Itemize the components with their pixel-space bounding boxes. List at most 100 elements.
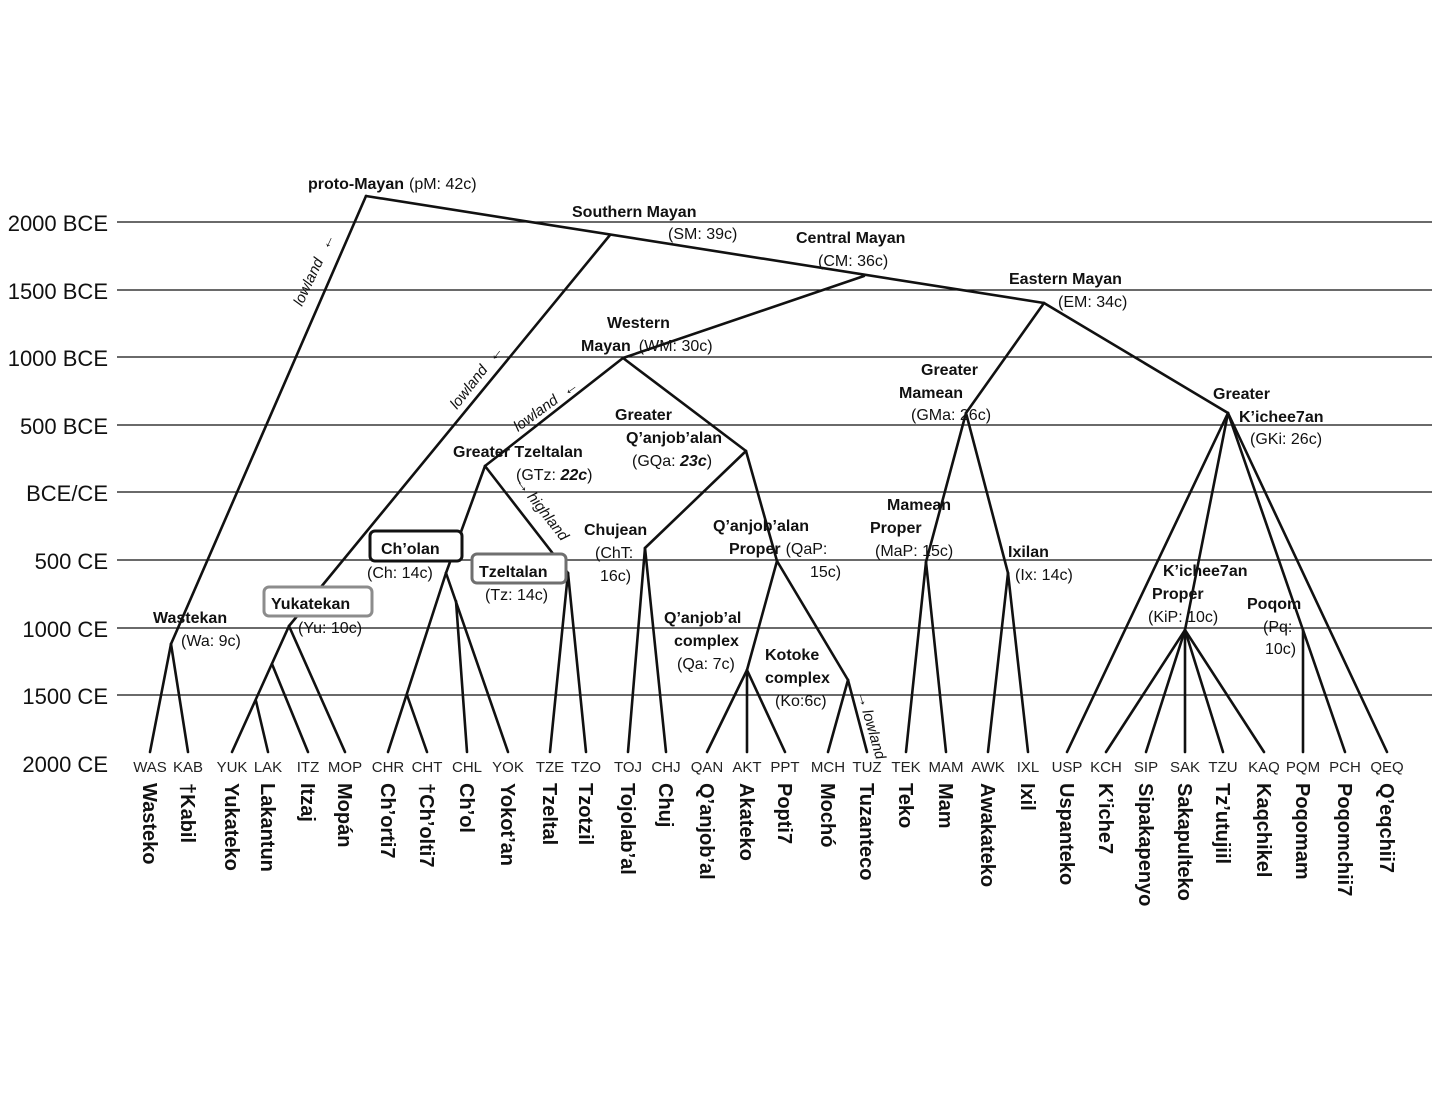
node-kichee7an-proper-name2: Proper bbox=[1152, 586, 1204, 603]
node-qanjobalan-proper-line2: Proper(QaP: bbox=[729, 541, 827, 558]
node-proto-mayan: proto-Mayan(pM: 42c) bbox=[308, 176, 477, 193]
node-greater-tzeltalan-info: (GTz: 22c) bbox=[516, 467, 592, 484]
leaf-code: TEK bbox=[891, 759, 920, 776]
time-label: BCE/CE bbox=[26, 481, 108, 506]
leaf-language-name: Awakateko bbox=[976, 783, 998, 887]
node-poqom-name: Poqom bbox=[1247, 596, 1301, 613]
node-greater-qanjobalan-name: Greater bbox=[615, 407, 672, 424]
branch bbox=[964, 411, 1010, 575]
node-southern-mayan-info: (SM: 39c) bbox=[668, 226, 737, 243]
node-qanjobal-complex-info: (Qa: 7c) bbox=[677, 656, 735, 673]
leaf-language-name: Poqomam bbox=[1291, 783, 1313, 880]
leaf-code: LAK bbox=[254, 759, 282, 776]
branch bbox=[1301, 628, 1347, 754]
time-label: 500 BCE bbox=[20, 414, 108, 439]
time-label: 1000 CE bbox=[22, 617, 108, 642]
node-labels: proto-Mayan(pM: 42c) Southern Mayan (SM:… bbox=[153, 176, 1323, 710]
node-southern-mayan-name: Southern Mayan bbox=[572, 204, 696, 221]
leaf-language-name: Ch’orti7 bbox=[376, 783, 398, 859]
leaf-code: CHR bbox=[372, 759, 405, 776]
leaf-language-name: Popti7 bbox=[773, 783, 795, 844]
migration-lowland-2: lowland ← bbox=[447, 342, 507, 412]
branch bbox=[1226, 411, 1305, 632]
time-label: 500 CE bbox=[35, 549, 108, 574]
node-cholan-info: (Ch: 14c) bbox=[367, 565, 433, 582]
branch bbox=[386, 571, 448, 754]
leaf-language-name: Uspanteko bbox=[1055, 783, 1077, 885]
node-greater-qanjobalan-name2: Q’anjob’alan bbox=[626, 430, 722, 447]
leaf-language-name: Sakapulteko bbox=[1173, 783, 1195, 901]
branch bbox=[986, 571, 1010, 754]
node-qanjobalan-proper-name: Q’anjob’alan bbox=[713, 518, 809, 535]
leaf-code: TZU bbox=[1208, 759, 1237, 776]
node-greater-kichee7an-name2: K’ichee7an bbox=[1239, 409, 1323, 426]
leaf-language-name: Q’anjob’al bbox=[695, 783, 717, 880]
svg-text:←: ← bbox=[316, 231, 338, 253]
node-kotoke-complex-name2: complex bbox=[765, 670, 830, 687]
leaf-language-name: Tz’utujiil bbox=[1211, 783, 1233, 864]
leaf-code: USP bbox=[1052, 759, 1083, 776]
branch bbox=[1226, 411, 1389, 754]
node-kotoke-complex-info: (Ko:6c) bbox=[775, 693, 827, 710]
leaf-language-name: Sipakapenyo bbox=[1134, 783, 1156, 906]
branch bbox=[924, 411, 968, 564]
branch bbox=[254, 699, 270, 754]
node-ixilan-info: (Ix: 14c) bbox=[1015, 567, 1073, 584]
node-greater-mamean-info: (GMa: 26c) bbox=[911, 407, 991, 424]
svg-text:highland: highland bbox=[524, 489, 573, 545]
leaf-code: CHL bbox=[452, 759, 482, 776]
branch bbox=[483, 356, 625, 468]
migration-lowland-4: → lowland bbox=[853, 689, 889, 761]
leaf-code: CHJ bbox=[651, 759, 680, 776]
leaf-code: TUZ bbox=[852, 759, 881, 776]
branch bbox=[904, 560, 928, 754]
leaf-language-name: †Kabil bbox=[176, 783, 198, 843]
node-tzeltalan-name: Tzeltalan bbox=[479, 564, 547, 581]
leaf-language-name: †Ch’olti7 bbox=[415, 783, 437, 867]
leaf-language-name: Tojolab’al bbox=[616, 783, 638, 875]
leaf-language-name: Itzaj bbox=[296, 783, 318, 822]
leaf-language-name: Ch’ol bbox=[455, 783, 477, 833]
clade-highlight-boxes bbox=[262, 529, 568, 618]
branch bbox=[924, 560, 948, 754]
node-mamean-proper-name: Mamean bbox=[887, 497, 951, 514]
leaf-language-name: K’iche7 bbox=[1094, 783, 1116, 854]
branch bbox=[1183, 411, 1230, 632]
node-qanjobalan-proper-info2: 15c) bbox=[810, 564, 841, 581]
branch bbox=[148, 642, 173, 754]
leaf-language-name: Tuzanteco bbox=[855, 783, 877, 880]
leaf-code: TOJ bbox=[614, 759, 642, 776]
leaf-code: ITZ bbox=[297, 759, 320, 776]
leaf-code: MAM bbox=[929, 759, 964, 776]
node-cholan-name: Ch’olan bbox=[381, 541, 440, 558]
node-yukatekan-info: (Yu: 10c) bbox=[298, 620, 362, 637]
node-chujean-info2: 16c) bbox=[600, 568, 631, 585]
leaf-code: TZE bbox=[536, 759, 564, 776]
node-greater-qanjobalan-info: (GQa: 23c) bbox=[632, 453, 712, 470]
branch bbox=[621, 274, 866, 360]
node-eastern-mayan-name: Eastern Mayan bbox=[1009, 271, 1122, 288]
branch bbox=[566, 571, 588, 754]
leaf-code: AWK bbox=[971, 759, 1005, 776]
node-kichee7an-proper-info: (KiP: 10c) bbox=[1148, 609, 1218, 626]
leaf-language-name: Ixil bbox=[1016, 783, 1038, 811]
time-label: 2000 CE bbox=[22, 752, 108, 777]
node-western-mayan-line2: Mayan(WM: 30c) bbox=[581, 338, 713, 355]
node-greater-mamean-name2: Mamean bbox=[899, 385, 963, 402]
branch bbox=[1104, 628, 1187, 754]
node-kichee7an-proper-name: K’ichee7an bbox=[1163, 563, 1247, 580]
leaf-language-name: Mopán bbox=[333, 783, 355, 847]
branch bbox=[270, 662, 310, 754]
leaf-language-name: Chuj bbox=[654, 783, 676, 827]
time-axis: 2000 BCE 1500 BCE 1000 BCE 500 BCE BCE/C… bbox=[8, 211, 108, 777]
yukatekan-box bbox=[262, 585, 374, 618]
node-yukatekan-name: Yukatekan bbox=[271, 596, 350, 613]
branch bbox=[643, 546, 668, 754]
tree-branches bbox=[148, 194, 1389, 754]
node-central-mayan-name: Central Mayan bbox=[796, 230, 905, 247]
time-label: 1000 BCE bbox=[8, 346, 108, 371]
branch bbox=[1183, 628, 1225, 754]
branch bbox=[643, 449, 748, 550]
